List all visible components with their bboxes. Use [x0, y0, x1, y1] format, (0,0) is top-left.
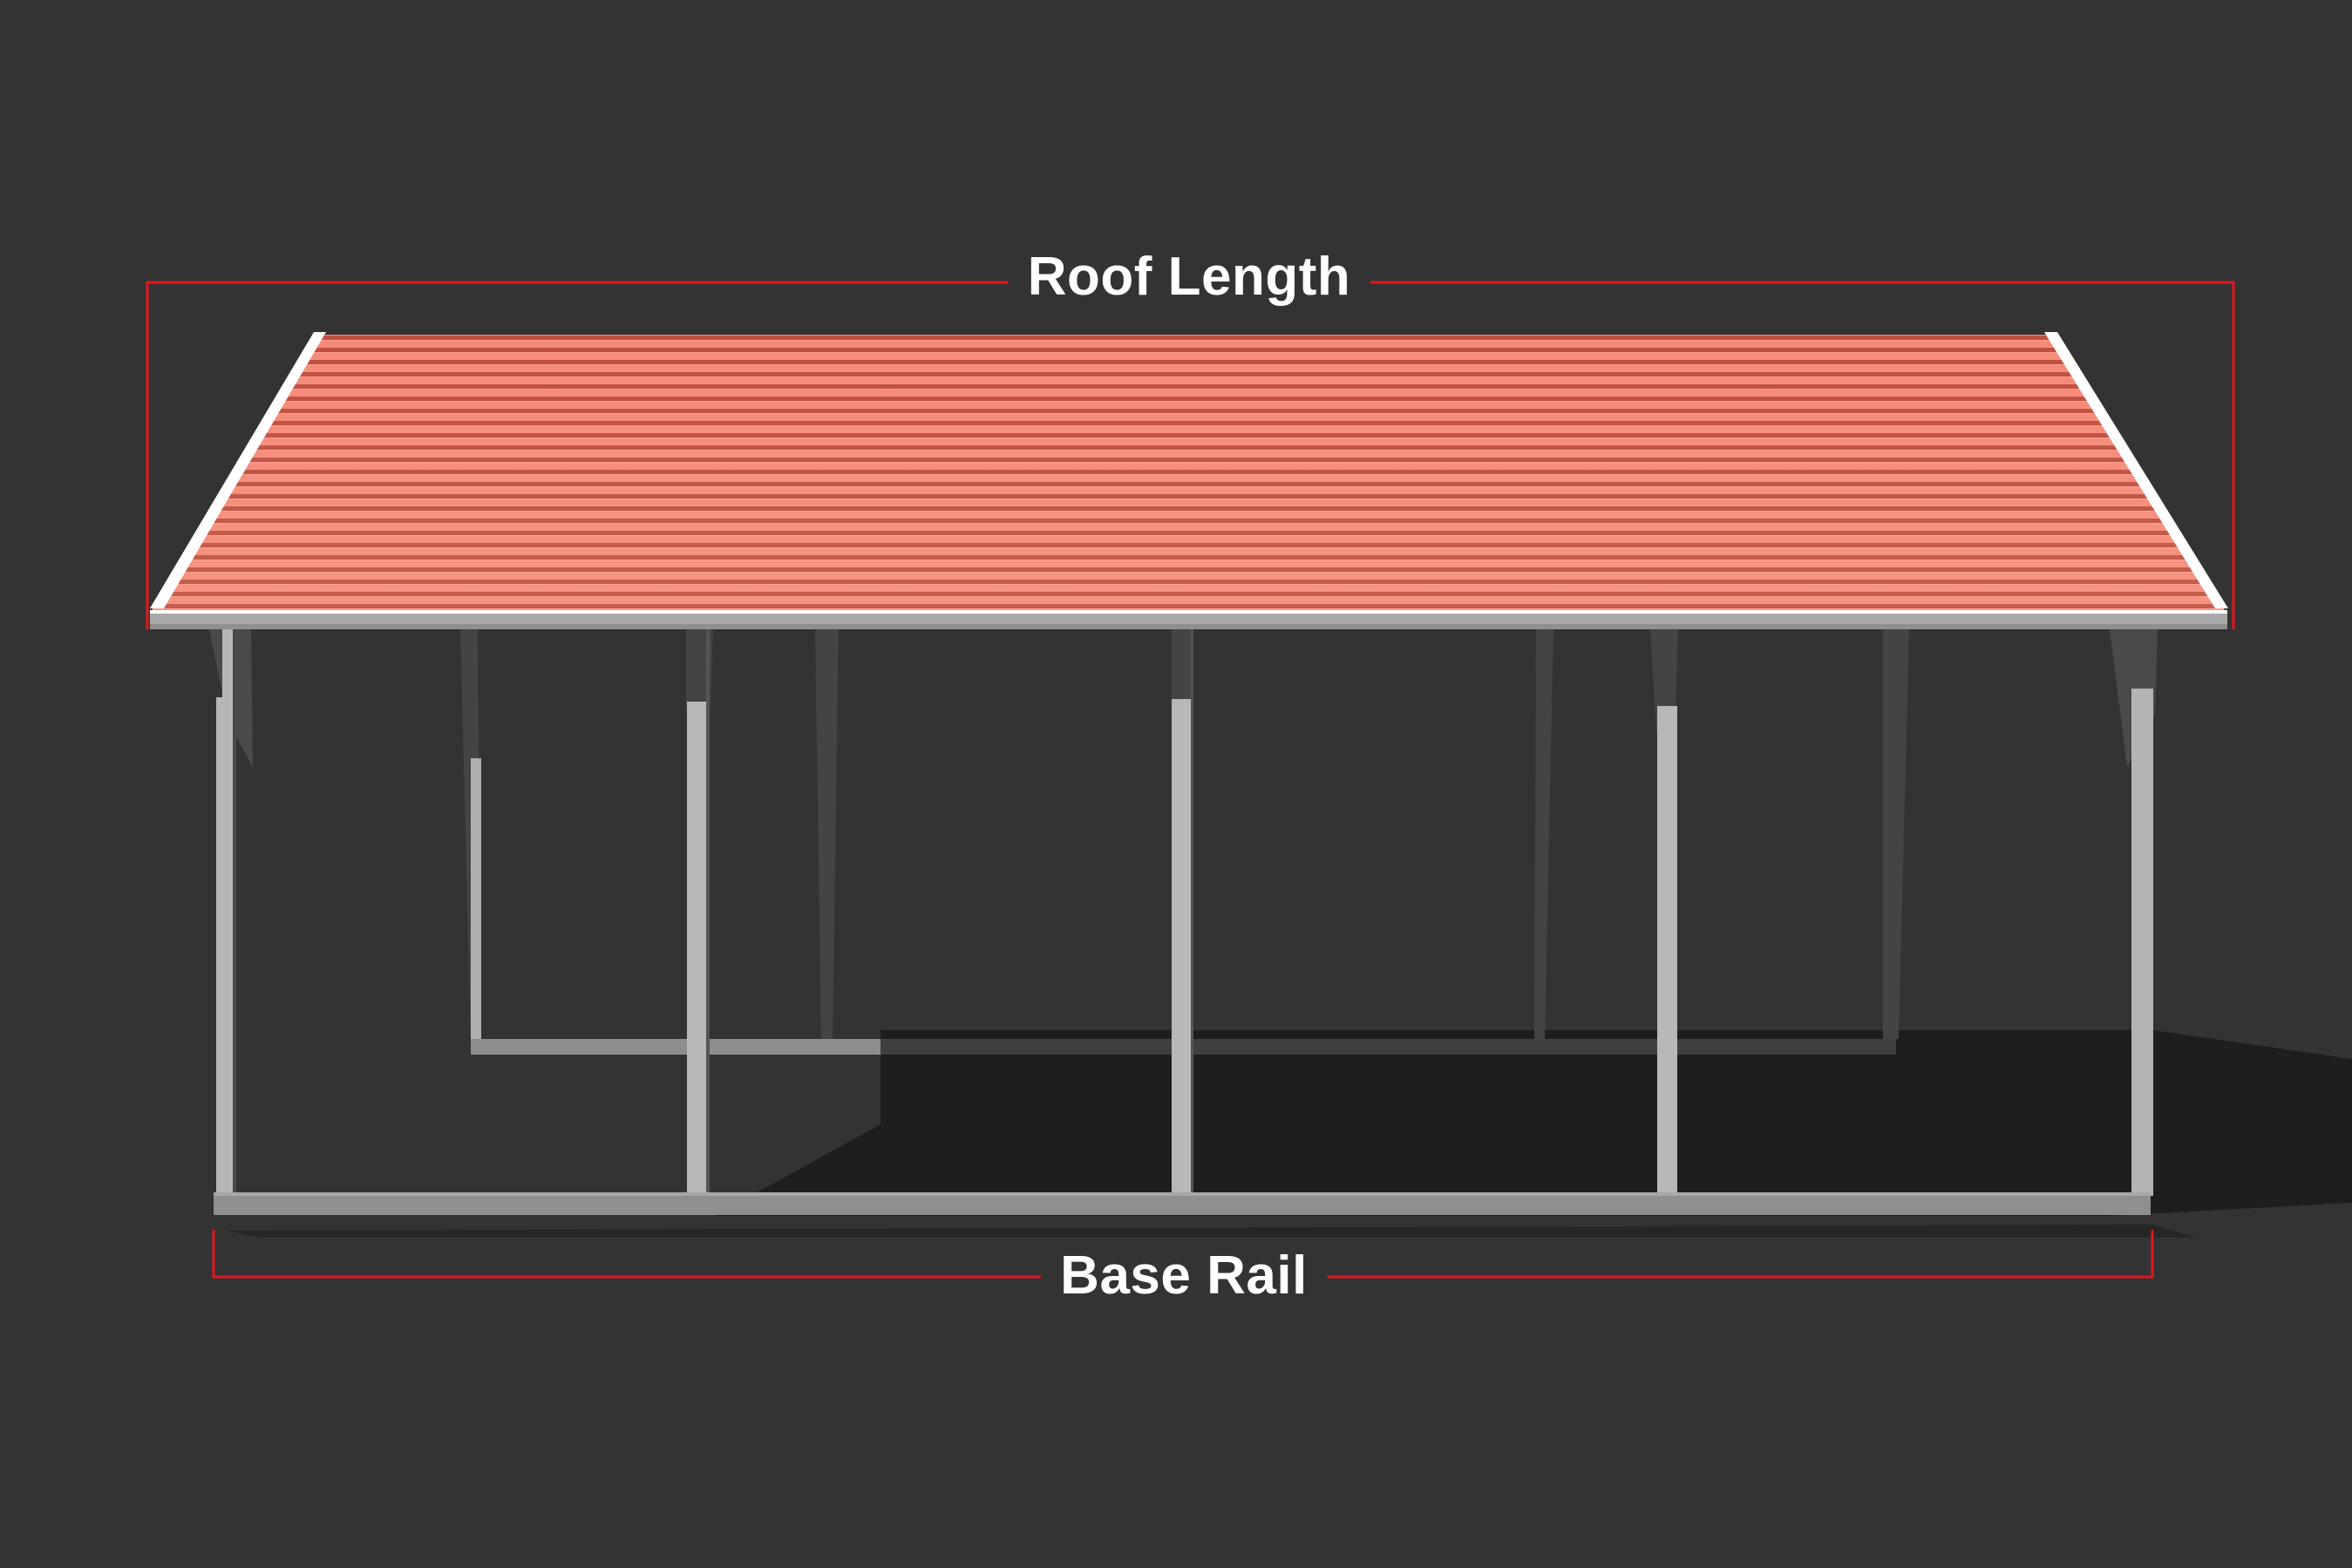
roof-length-label: Roof Length: [1008, 250, 1370, 304]
ground-shadow: [227, 1030, 2352, 1238]
back-base-rail-lit: [471, 1039, 880, 1055]
base-rail-label: Base Rail: [1041, 1249, 1327, 1303]
back-post: [1883, 629, 1909, 1039]
front-post: [1650, 629, 1678, 1196]
front-frame: [209, 629, 2158, 1215]
roof: [150, 332, 2228, 629]
back-post: [815, 629, 839, 1039]
front-base-rail-top: [214, 1192, 2151, 1196]
front-post-left-corner: [209, 629, 253, 1196]
front-post-right-corner: [2110, 629, 2158, 1196]
front-post: [1172, 629, 1193, 1196]
back-post-lit: [471, 758, 481, 1039]
roof-trim-right: [2044, 332, 2228, 608]
roof-trim-left: [150, 332, 326, 608]
roof-eave: [150, 610, 2227, 614]
front-post: [686, 629, 713, 1196]
back-post: [1534, 629, 1553, 1039]
front-base-rail: [214, 1192, 2151, 1215]
